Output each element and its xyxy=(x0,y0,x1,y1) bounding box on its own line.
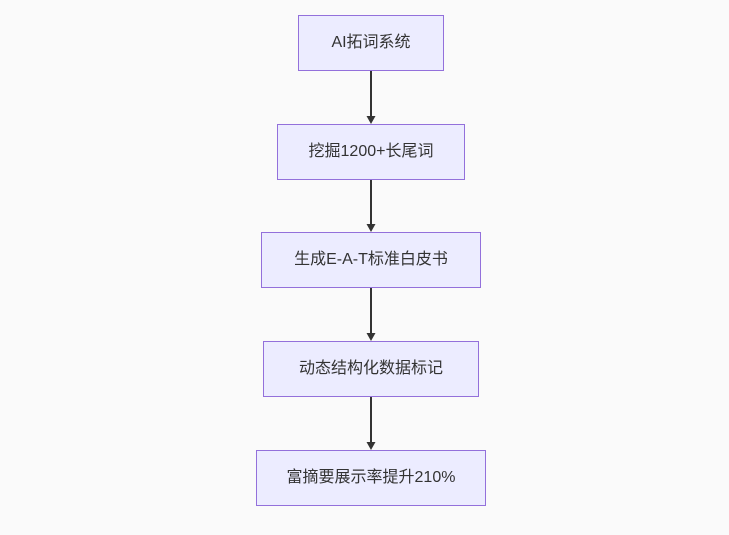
node-label: 富摘要展示率提升210% xyxy=(286,469,456,487)
node-label: 动态结构化数据标记 xyxy=(298,360,443,378)
arrowhead-icon xyxy=(366,224,376,232)
flowchart-node-step-5: 富摘要展示率提升210% xyxy=(256,450,486,506)
flow-arrow-1 xyxy=(366,71,376,124)
flowchart-node-step-1: AI拓词系统 xyxy=(298,15,444,71)
flow-arrow-3 xyxy=(366,288,376,341)
flow-arrow-2 xyxy=(366,180,376,232)
arrowhead-icon xyxy=(366,116,376,124)
arrowhead-icon xyxy=(366,333,376,341)
flow-arrow-4 xyxy=(366,397,376,450)
flowchart-node-step-3: 生成E-A-T标准白皮书 xyxy=(261,232,481,288)
node-label: 挖掘1200+长尾词 xyxy=(308,143,434,161)
flowchart-node-step-4: 动态结构化数据标记 xyxy=(263,341,479,397)
flowchart-node-step-2: 挖掘1200+长尾词 xyxy=(277,124,465,180)
node-label: 生成E-A-T标准白皮书 xyxy=(294,251,448,269)
arrowhead-icon xyxy=(366,442,376,450)
node-label: AI拓词系统 xyxy=(331,34,411,52)
